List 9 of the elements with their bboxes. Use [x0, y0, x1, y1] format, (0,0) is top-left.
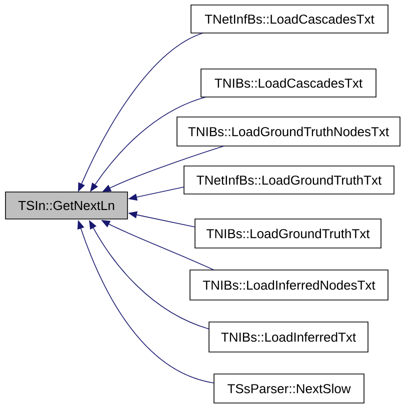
- function-box: TSIn::GetNextLn: [5, 192, 128, 220]
- function-box: TNIBs::LoadInferredNodesTxt: [190, 270, 388, 300]
- function-box: TNIBs::LoadInferredTxt: [208, 322, 368, 352]
- function-box: TNetInfBs::LoadCascadesTxt: [190, 4, 388, 34]
- function-box: TSsParser::NextSlow: [214, 374, 364, 404]
- function-box: TNIBs::LoadGroundTruthTxt: [194, 218, 382, 248]
- function-box: TNIBs::LoadGroundTruthNodesTxt: [176, 116, 400, 146]
- function-box: TNIBs::LoadCascadesTxt: [200, 68, 376, 98]
- function-box: TNetInfBs::LoadGroundTruthTxt: [184, 166, 394, 194]
